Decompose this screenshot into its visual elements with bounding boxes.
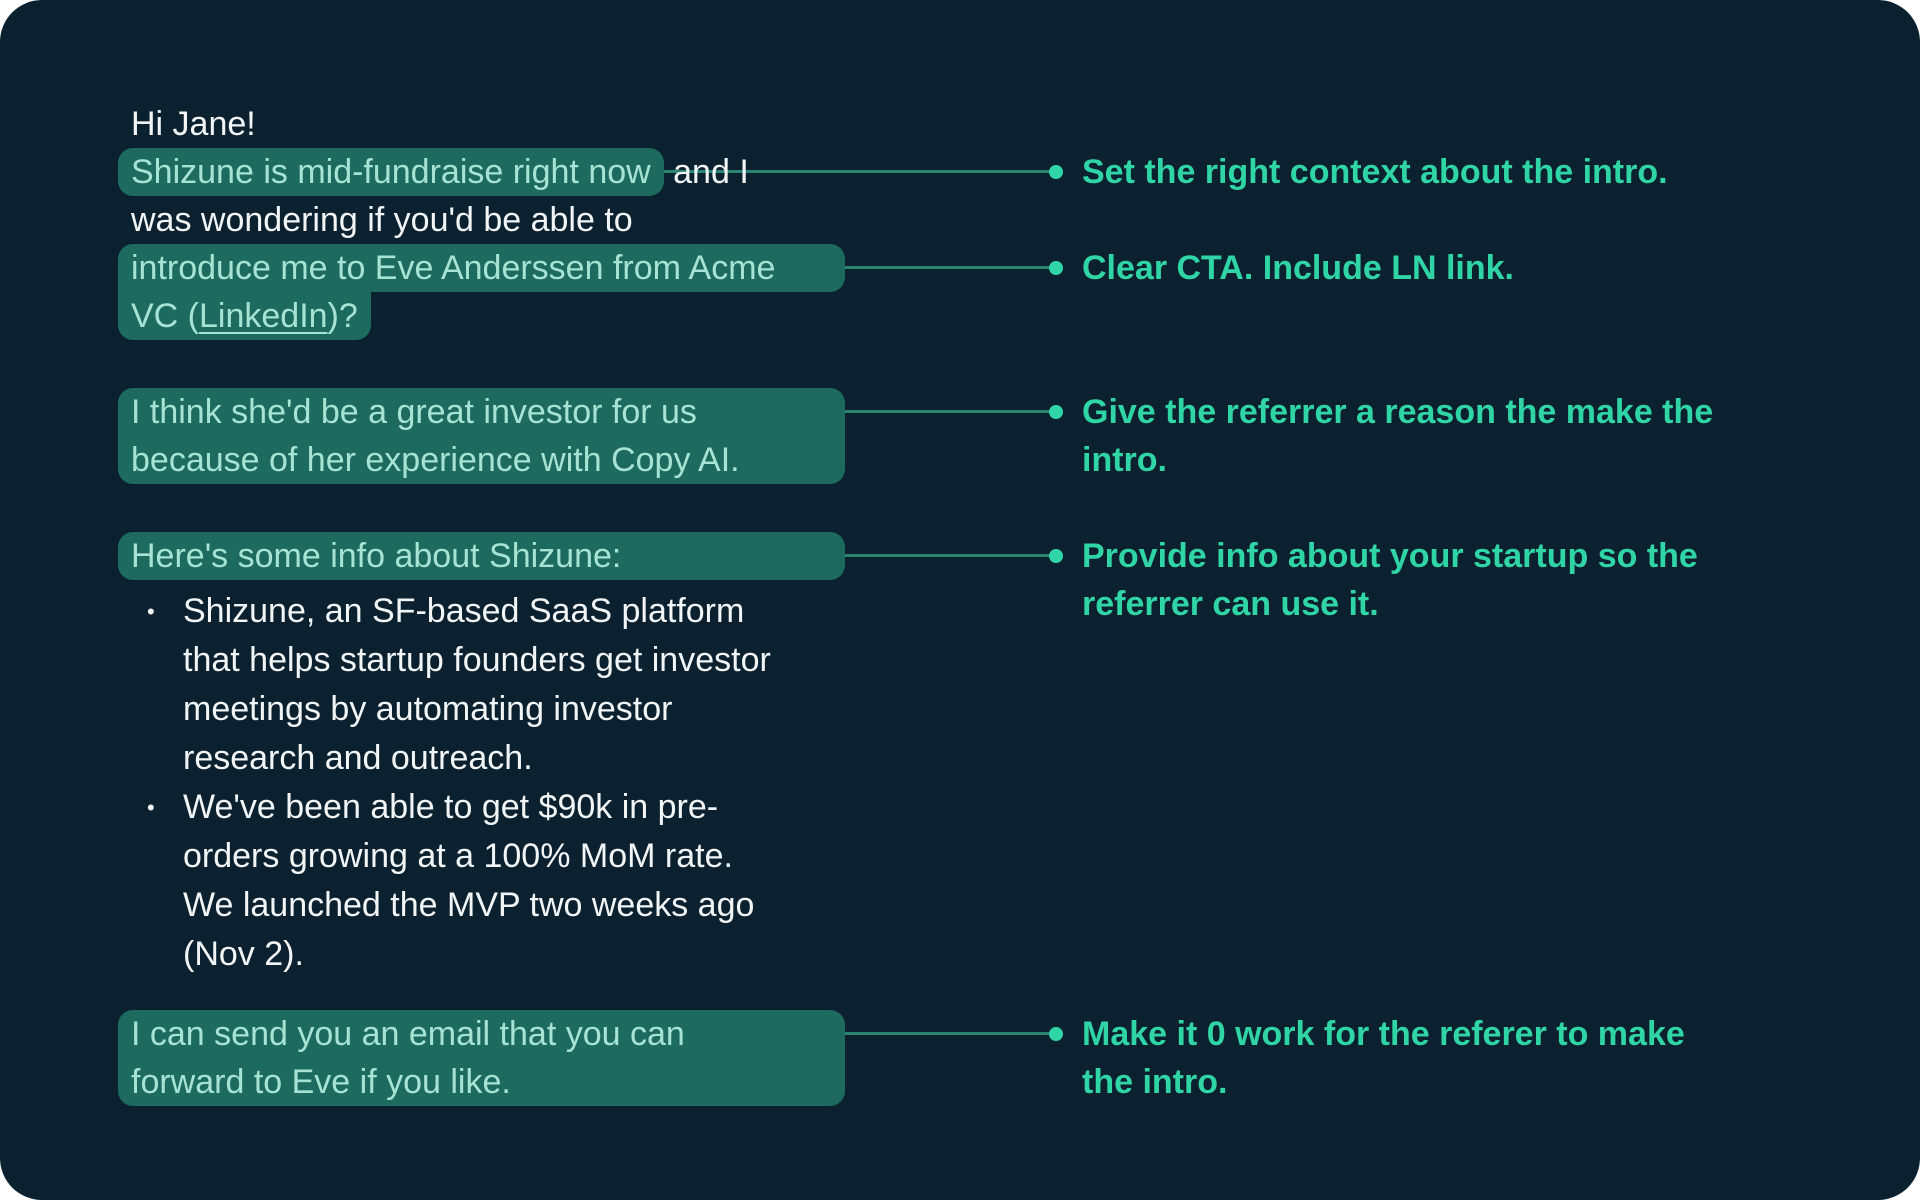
annotation-offer: Make it 0 work for the referer to make t… [1082,1015,1685,1101]
highlight-info-header: Here's some info about Shizune: [118,532,845,580]
email-greeting: Hi Jane! [131,105,256,143]
spacer [131,484,901,532]
highlight-reason: I think she'd be a great investor for us… [118,388,845,484]
highlight-intro-request-line1: introduce me to Eve Anderssen from Acme [118,244,845,292]
email-text-and-i: and I [663,153,749,191]
highlight-intro-request-line2: VC (LinkedIn)? [118,292,371,340]
annotation-cta: Clear CTA. Include LN link. [1082,249,1514,287]
linkedin-link[interactable]: LinkedIn [199,297,328,335]
annotation-context: Set the right context about the intro. [1082,153,1668,191]
connector-line-reason [830,410,1056,413]
bullet-list: • Shizune, an SF-based SaaS platform that… [131,587,901,979]
email-text-vc: VC ( [131,297,199,335]
bullet-item-product: • Shizune, an SF-based SaaS platform that… [131,587,901,783]
bullet-marker: • [147,795,155,820]
bullet-text-product: Shizune, an SF-based SaaS platform that … [183,592,771,777]
connector-dot [1049,549,1063,563]
bullet-marker: • [147,599,155,624]
annotation-info: Provide info about your startup so the r… [1082,537,1698,623]
email-line-context: Shizune is mid-fundraise right now and I [118,148,901,196]
email-line-wondering: was wondering if you'd be able to [131,201,633,239]
connector-dot [1049,165,1063,179]
connector-dot [1049,261,1063,275]
connector-line-offer [830,1032,1056,1035]
connector-dot [1049,405,1063,419]
email-body: Hi Jane! Shizune is mid-fundraise right … [118,100,901,1106]
connector-line-context [640,170,1056,173]
email-text-question: )? [327,297,358,335]
annotation-reason: Give the referrer a reason the make the … [1082,393,1714,479]
highlight-mid-fundraise: Shizune is mid-fundraise right now [118,148,664,196]
spacer [131,340,901,388]
connector-dot [1049,1027,1063,1041]
connector-line-cta [830,266,1056,269]
bullet-item-traction: • We've been able to get $90k in pre- ord… [131,783,901,979]
email-line-linkedin: VC (LinkedIn)? [118,292,901,340]
highlight-offer: I can send you an email that you can for… [118,1010,845,1106]
bullet-text-traction: We've been able to get $90k in pre- orde… [183,788,755,973]
connector-line-info [830,554,1056,557]
